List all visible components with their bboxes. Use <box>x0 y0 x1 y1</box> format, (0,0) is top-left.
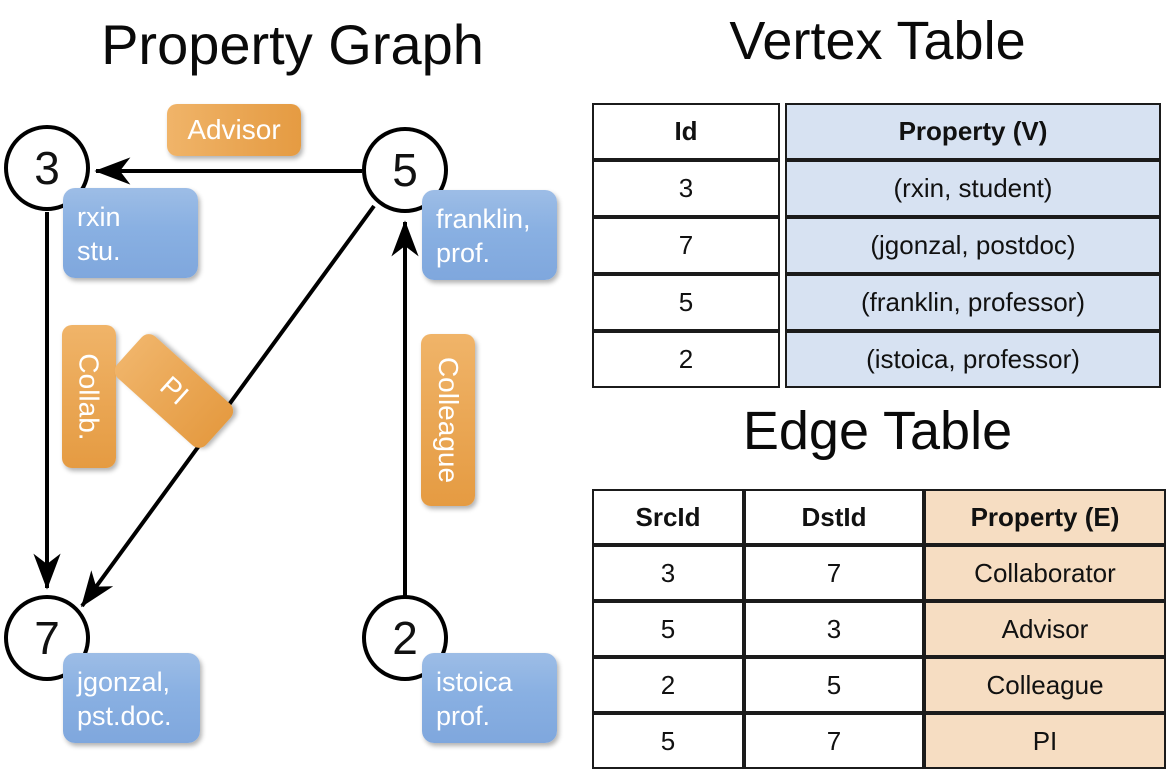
property-graph-diagram: 3 rxin stu. 5 franklin, prof. 7 jgonzal,… <box>0 0 585 760</box>
table-row: 2 5 Colleague <box>592 657 1166 713</box>
vertex-box-line1: rxin <box>77 202 121 232</box>
table-row: 5 7 PI <box>592 713 1166 769</box>
edge-cell-property: Colleague <box>924 657 1166 713</box>
page-title-edge-table: Edge Table <box>742 401 1013 461</box>
edge-header-dstid: DstId <box>744 489 924 545</box>
vertex-box-line1: jgonzal, <box>77 667 171 697</box>
vertex-header-id: Id <box>592 103 780 160</box>
node-id-label: 7 <box>34 612 60 664</box>
column-gap <box>780 331 785 388</box>
vertex-box-line2: prof. <box>436 701 491 731</box>
vertex-property-box-5: franklin, prof. <box>422 190 557 280</box>
edge-cell-dstid: 7 <box>744 545 924 601</box>
edge-label-collab: Collab. <box>62 325 116 468</box>
vertex-cell-property: (franklin, professor) <box>785 274 1161 331</box>
edge-header-property: Property (E) <box>924 489 1166 545</box>
vertex-box-line2: pst.doc. <box>77 701 172 731</box>
column-gap <box>780 217 785 274</box>
vertex-property-box-7: jgonzal, pst.doc. <box>63 653 200 743</box>
edge-cell-srcid: 2 <box>592 657 744 713</box>
edge-label-colleague: Colleague <box>421 334 475 506</box>
edge-cell-srcid: 5 <box>592 713 744 769</box>
vertex-header-property: Property (V) <box>785 103 1161 160</box>
edge-cell-dstid: 5 <box>744 657 924 713</box>
vertex-property-box-2: istoica prof. <box>422 653 557 743</box>
table-header-row: SrcId DstId Property (E) <box>592 489 1166 545</box>
vertex-box-line2: stu. <box>77 236 121 266</box>
table-row: 5 3 Advisor <box>592 601 1166 657</box>
table-row: 5 (franklin, professor) <box>592 274 1161 331</box>
vertex-cell-property: (rxin, student) <box>785 160 1161 217</box>
column-gap <box>780 160 785 217</box>
edge-cell-property: Advisor <box>924 601 1166 657</box>
vertex-box-line2: prof. <box>436 238 491 268</box>
vertex-cell-id: 7 <box>592 217 780 274</box>
edge-label-text: PI <box>154 370 195 412</box>
node-id-label: 2 <box>392 612 418 664</box>
edge-cell-property: Collaborator <box>924 545 1166 601</box>
node-id-label: 3 <box>34 142 60 194</box>
table-row: 3 (rxin, student) <box>592 160 1161 217</box>
vertex-cell-property: (istoica, professor) <box>785 331 1161 388</box>
column-gap <box>780 103 785 160</box>
column-gap <box>780 274 785 331</box>
edge-cell-property: PI <box>924 713 1166 769</box>
graph-node-2[interactable]: 2 <box>362 595 448 681</box>
table-row: 2 (istoica, professor) <box>592 331 1161 388</box>
edge-label-text: Colleague <box>433 356 465 484</box>
edge-table: SrcId DstId Property (E) 3 7 Collaborato… <box>592 489 1166 769</box>
graph-node-5[interactable]: 5 <box>362 127 448 213</box>
edge-cell-dstid: 7 <box>744 713 924 769</box>
vertex-property-box-3: rxin stu. <box>63 188 198 278</box>
page-title-vertex-table: Vertex Table <box>729 11 1026 71</box>
vertex-table: Id Property (V) 3 (rxin, student) 7 (jgo… <box>592 103 1161 388</box>
page-title-property-graph: Property Graph <box>101 13 484 76</box>
vertex-cell-id: 3 <box>592 160 780 217</box>
table-row: 3 7 Collaborator <box>592 545 1166 601</box>
vertex-box-line1: franklin, <box>436 204 531 234</box>
node-id-label: 5 <box>392 144 418 196</box>
edge-cell-srcid: 3 <box>592 545 744 601</box>
edge-label-advisor: Advisor <box>167 104 301 156</box>
edge-label-text: Collab. <box>74 352 106 441</box>
vertex-cell-id: 5 <box>592 274 780 331</box>
edge-cell-dstid: 3 <box>744 601 924 657</box>
edge-label-text: Advisor <box>187 114 281 145</box>
vertex-cell-id: 2 <box>592 331 780 388</box>
table-header-row: Id Property (V) <box>592 103 1161 160</box>
vertex-cell-property: (jgonzal, postdoc) <box>785 217 1161 274</box>
vertex-box-line1: istoica <box>436 667 513 697</box>
edge-cell-srcid: 5 <box>592 601 744 657</box>
table-row: 7 (jgonzal, postdoc) <box>592 217 1161 274</box>
edge-header-srcid: SrcId <box>592 489 744 545</box>
